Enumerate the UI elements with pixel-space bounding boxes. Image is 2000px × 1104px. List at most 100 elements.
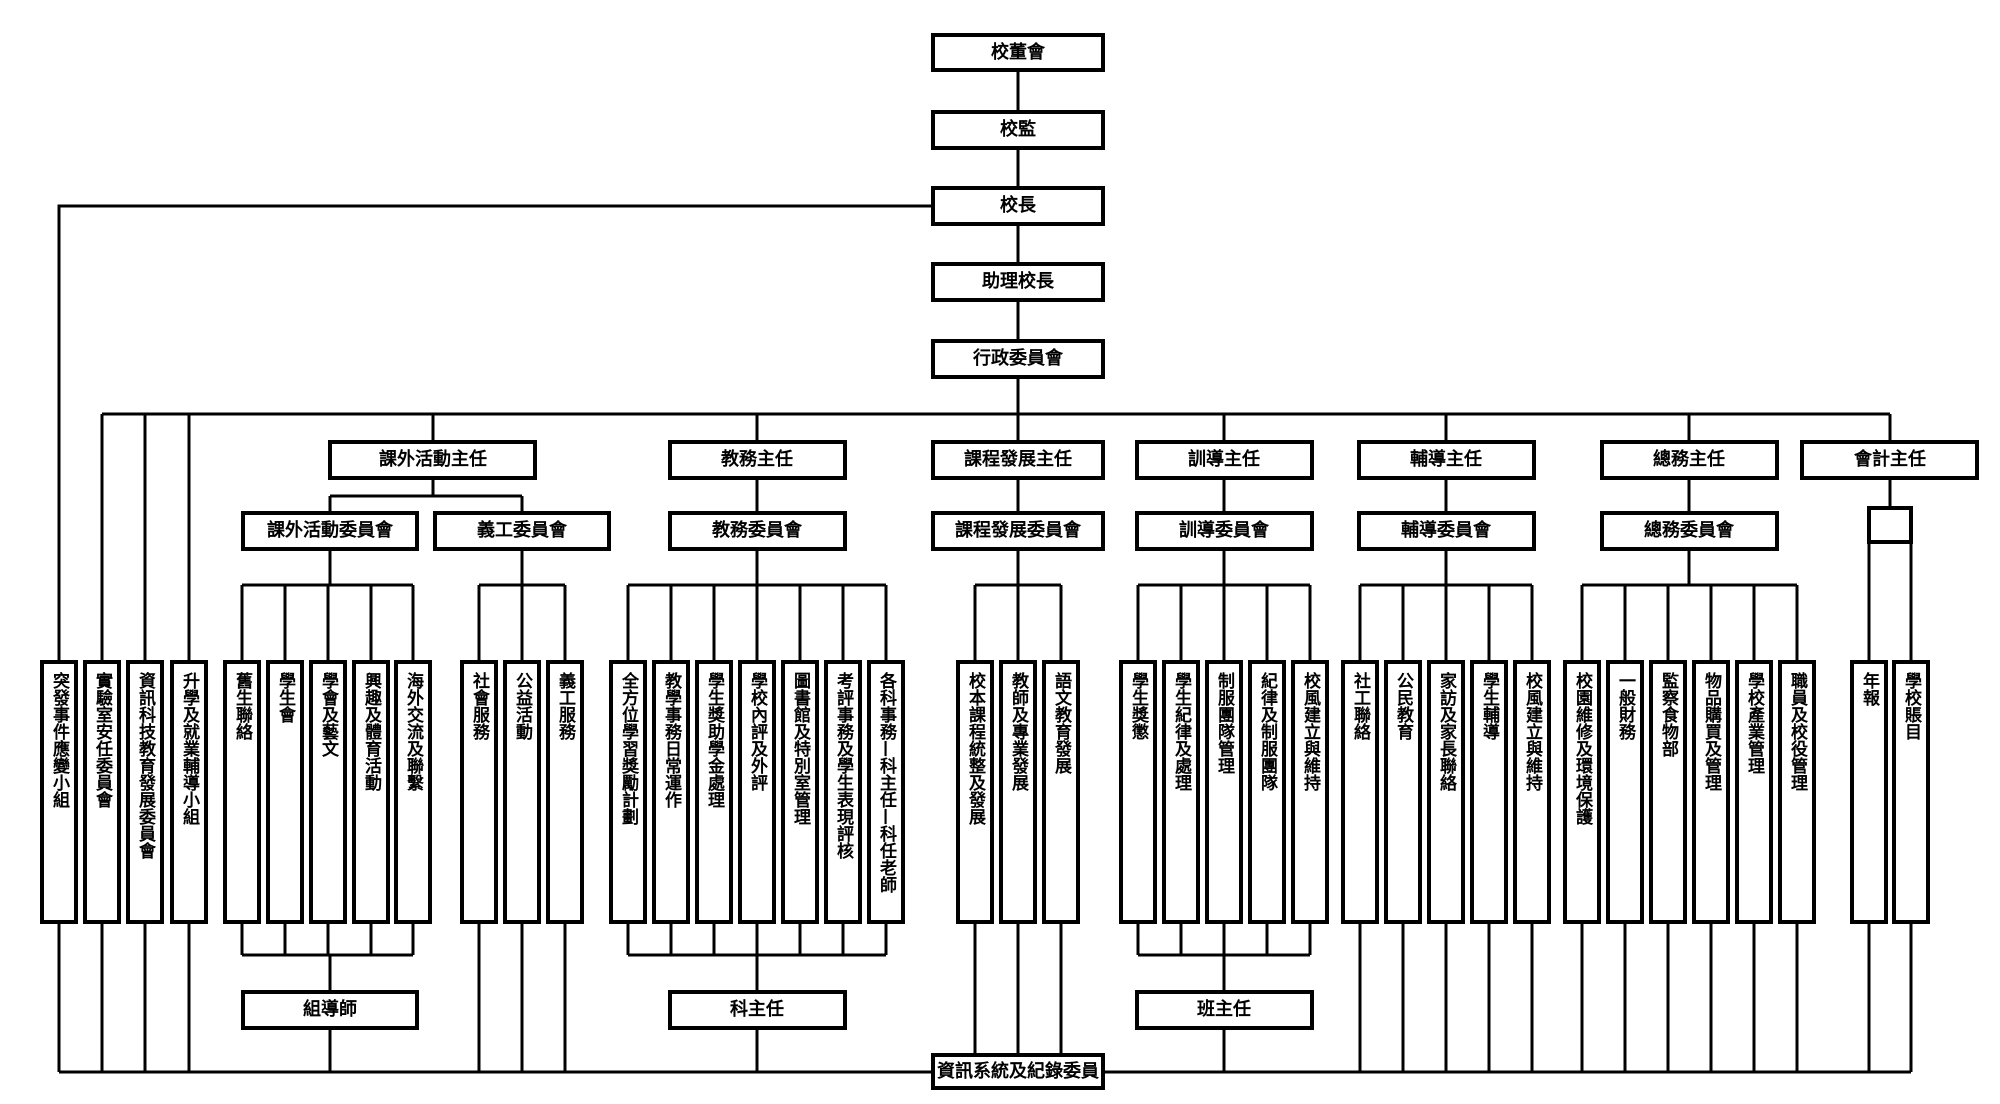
left-committee-1-label: 實驗室安任委員會: [92, 671, 114, 809]
node-principal-label: 校長: [1000, 194, 1037, 216]
node-committee-accounting: [1867, 506, 1913, 544]
node-committee-general-affairs: 總務委員會: [1600, 511, 1779, 551]
node-principal: 校長: [931, 186, 1105, 226]
node-admin-committee-label: 行政委員會: [972, 347, 1064, 369]
item-d1-c0-6-label: 各科事務—科主任—科任老師: [876, 671, 898, 894]
node-committee-label: 總務委員會: [1644, 519, 1735, 541]
item-d3-c0-4-label: 校風建立與維持: [1300, 671, 1321, 792]
item-d4-c0-1: 公民教育: [1384, 660, 1422, 924]
item-d1-c0-1: 教學事務日常運作: [652, 660, 690, 924]
left-committee-3: 升學及就業輔導小組: [170, 660, 208, 924]
node-head-discipline: 訓導主任: [1135, 440, 1314, 480]
left-committee-2: 資訊科技教育發展委員會: [126, 660, 164, 924]
item-d0-c0-3: 興趣及體育活動: [352, 660, 390, 924]
item-d0-c0-1-label: 學生會: [275, 672, 297, 724]
item-d1-c0-4-label: 圖書館及特別室管理: [790, 672, 812, 825]
item-d4-c0-3-label: 學生輔導: [1479, 672, 1500, 741]
node-head-label: 會計主任: [1854, 448, 1926, 470]
node-committee-curriculum: 課程發展委員會: [931, 511, 1105, 551]
item-d1-c0-0-label: 全方位學習獎勵計劃: [618, 671, 640, 826]
item-d0-c0-4-label: 海外交流及聯繫: [403, 671, 424, 792]
node-vice-principal-label: 助理校長: [982, 270, 1055, 292]
item-d6-c0-1: 學校賬目: [1892, 660, 1930, 924]
item-d2-c0-0-label: 校本課程統整及發展: [965, 671, 987, 826]
item-d1-c0-4: 圖書館及特別室管理: [781, 660, 819, 924]
item-d1-c0-5-label: 考評事務及學生表現評核: [833, 671, 855, 860]
item-d0-c1-1: 公益活動: [503, 660, 541, 924]
item-d5-c0-0: 校園維修及環境保護: [1563, 660, 1601, 924]
item-d4-c0-3: 學生輔導: [1470, 660, 1508, 924]
item-d4-c0-2-label: 家訪及家長聯絡: [1436, 671, 1457, 791]
node-head-label: 課程發展主任: [964, 448, 1072, 470]
item-d4-c0-0-label: 社工聯絡: [1350, 671, 1372, 740]
item-d4-c0-0: 社工聯絡: [1341, 660, 1379, 924]
item-d4-c0-4-label: 校風建立與維持: [1522, 671, 1543, 792]
item-d1-c0-1-label: 教學事務日常運作: [661, 671, 683, 809]
node-committee-label: 教務委員會: [712, 519, 803, 541]
item-d5-c0-5-label: 職員及校役管理: [1787, 671, 1809, 791]
item-d5-c0-1-label: 一般財務: [1615, 672, 1637, 741]
item-d5-c0-2-label: 監察食物部: [1658, 671, 1680, 758]
node-supervisor-label: 校監: [1000, 118, 1036, 140]
item-d0-c0-2: 學會及藝文: [309, 660, 347, 924]
left-committee-3-label: 升學及就業輔導小組: [179, 672, 200, 825]
item-d0-c0-1: 學生會: [266, 660, 304, 924]
item-d3-c0-3-label: 紀律及制服團隊: [1257, 671, 1279, 791]
node-committee-label: 課程發展委員會: [955, 519, 1082, 541]
item-d1-c0-0: 全方位學習獎勵計劃: [609, 660, 647, 924]
item-d0-c0-4: 海外交流及聯繫: [394, 660, 432, 924]
node-admin-committee: 行政委員會: [931, 339, 1105, 379]
node-head-label: 課外活動主任: [379, 448, 487, 470]
node-board: 校董會: [931, 33, 1105, 72]
node-committee-volunteer: 義工委員會: [433, 511, 611, 551]
item-d5-c0-4-label: 學校產業管理: [1744, 672, 1765, 774]
item-d5-c0-4: 學校產業管理: [1735, 660, 1773, 924]
node-supervisor: 校監: [931, 110, 1105, 150]
node-head-extracurricular: 課外活動主任: [328, 440, 537, 480]
node-bottom-label: 科主任: [730, 998, 784, 1020]
item-d1-c0-3-label: 學校內評及外評: [747, 672, 768, 792]
node-committee-label: 課外活動委員會: [267, 519, 394, 541]
node-info-committee-label: 資訊系統及紀錄委員: [937, 1060, 1099, 1082]
item-d3-c0-3: 紀律及制服團隊: [1248, 660, 1286, 924]
left-committee-1: 實驗室安任委員會: [83, 660, 121, 924]
item-d2-c0-0: 校本課程統整及發展: [956, 660, 994, 924]
node-head-accounting: 會計主任: [1800, 440, 1979, 480]
item-d0-c1-2-label: 義工服務: [555, 671, 576, 741]
item-d0-c1-0-label: 社會服務: [469, 671, 491, 741]
item-d4-c0-2: 家訪及家長聯絡: [1427, 660, 1465, 924]
node-head-label: 總務主任: [1653, 448, 1725, 470]
item-d1-c0-2-label: 學生獎助學金處理: [704, 672, 726, 808]
node-vice-principal: 助理校長: [931, 262, 1105, 302]
node-bottom-subject-head: 科主任: [668, 990, 847, 1030]
item-d3-c0-2-label: 制服團隊管理: [1214, 671, 1235, 774]
item-d6-c0-0: 年報: [1850, 660, 1888, 924]
item-d1-c0-2: 學生獎助學金處理: [695, 660, 733, 924]
item-d3-c0-2: 制服團隊管理: [1205, 660, 1243, 924]
node-board-label: 校董會: [991, 41, 1046, 63]
node-bottom-class-teacher: 班主任: [1135, 990, 1314, 1030]
node-head-label: 教務主任: [721, 448, 793, 470]
item-d0-c1-0: 社會服務: [460, 660, 498, 924]
item-boxes: 突發事件應變小組實驗室安任委員會資訊科技教育發展委員會升學及就業輔導小組舊生聯絡…: [40, 660, 1930, 924]
item-d6-c0-1-label: 學校賬目: [1901, 672, 1922, 740]
node-committee-extracurricular: 課外活動委員會: [241, 511, 419, 551]
item-d2-c0-1: 教師及專業發展: [999, 660, 1037, 924]
node-bottom-label: 組導師: [303, 998, 357, 1020]
node-head-guidance: 輔導主任: [1357, 440, 1536, 480]
connector-lines: [57, 70, 1913, 1074]
left-committee-2-label: 資訊科技教育發展委員會: [135, 672, 157, 860]
item-d3-c0-4: 校風建立與維持: [1291, 660, 1329, 924]
node-committee-label: 訓導委員會: [1179, 519, 1270, 541]
item-d5-c0-0-label: 校園維修及環境保護: [1572, 671, 1594, 826]
node-committee-label: 義工委員會: [477, 519, 568, 541]
left-committee-0-label: 突發事件應變小組: [49, 671, 71, 808]
node-head-general-affairs: 總務主任: [1600, 440, 1779, 480]
item-d5-c0-1: 一般財務: [1606, 660, 1644, 924]
item-d2-c0-1-label: 教師及專業發展: [1008, 671, 1030, 792]
item-d0-c0-2-label: 學會及藝文: [318, 672, 340, 758]
item-d1-c0-5: 考評事務及學生表現評核: [824, 660, 862, 924]
item-d3-c0-1-label: 學生紀律及處理: [1171, 672, 1193, 791]
item-d4-c0-1-label: 公民教育: [1393, 672, 1415, 741]
